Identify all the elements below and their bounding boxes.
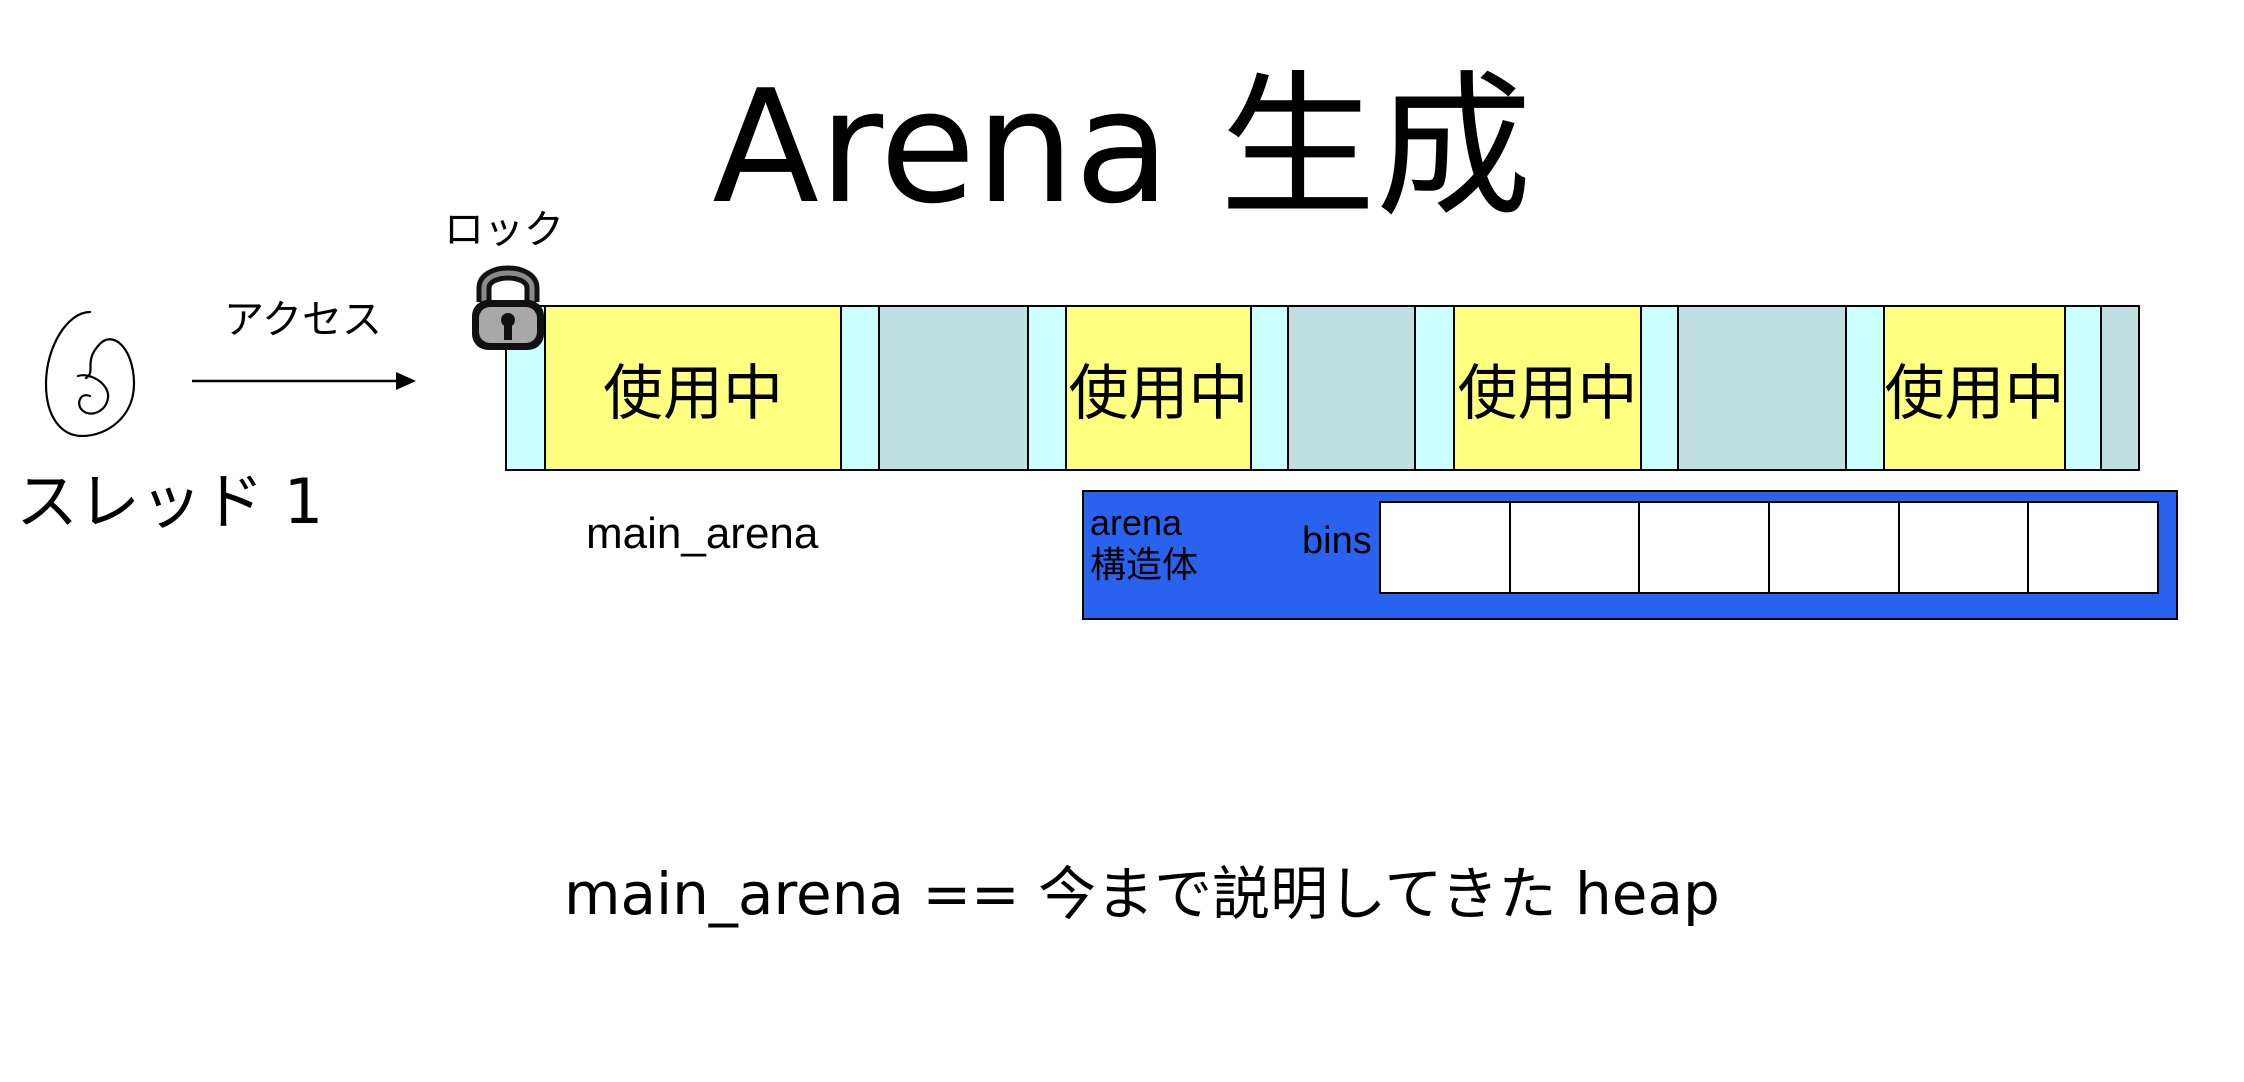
lock-icon bbox=[472, 265, 544, 350]
used-chunk: 使用中 bbox=[1453, 305, 1642, 471]
caption: main_arena == 今まで説明してきた heap bbox=[564, 860, 1720, 928]
used-chunk-label: 使用中 bbox=[1457, 358, 1638, 429]
used-chunk: 使用中 bbox=[1883, 305, 2066, 471]
lock-label: ロック bbox=[444, 207, 564, 253]
bin-slot bbox=[2029, 503, 2158, 592]
main-arena-label: main_arena bbox=[586, 509, 819, 558]
chunk-header bbox=[1027, 305, 1067, 471]
bin-slot bbox=[1640, 503, 1771, 592]
bin-slot bbox=[1510, 503, 1641, 592]
chunk-header bbox=[1845, 305, 1885, 471]
chunk-header bbox=[1250, 305, 1289, 471]
free-chunk bbox=[2100, 305, 2140, 471]
thread-label: スレッド 1 bbox=[16, 465, 324, 538]
bin-slot bbox=[1899, 503, 2030, 592]
chunk-header bbox=[2064, 305, 2102, 471]
access-label: アクセス bbox=[224, 297, 382, 343]
chunk-header bbox=[840, 305, 880, 471]
used-chunk-label: 使用中 bbox=[1884, 358, 2065, 429]
free-chunk bbox=[1677, 305, 1847, 471]
chunk-header bbox=[1640, 305, 1679, 471]
bin-slot bbox=[1381, 503, 1511, 592]
slide-title: Arena 生成 bbox=[712, 56, 1532, 238]
access-arrow bbox=[192, 372, 416, 390]
used-chunk: 使用中 bbox=[1065, 305, 1252, 471]
used-chunk: 使用中 bbox=[544, 305, 842, 471]
thread-spiral-icon bbox=[44, 310, 136, 438]
bins-label: bins bbox=[1302, 520, 1372, 562]
bins-array bbox=[1379, 501, 2159, 594]
free-chunk bbox=[878, 305, 1029, 471]
arena-struct-label-2: 構造体 bbox=[1090, 545, 1199, 586]
bin-slot bbox=[1770, 503, 1900, 592]
arena-struct-label: arena bbox=[1090, 502, 1183, 543]
used-chunk-label: 使用中 bbox=[603, 358, 783, 429]
chunk-header bbox=[1414, 305, 1455, 471]
free-chunk bbox=[1287, 305, 1416, 471]
used-chunk-label: 使用中 bbox=[1068, 358, 1249, 429]
